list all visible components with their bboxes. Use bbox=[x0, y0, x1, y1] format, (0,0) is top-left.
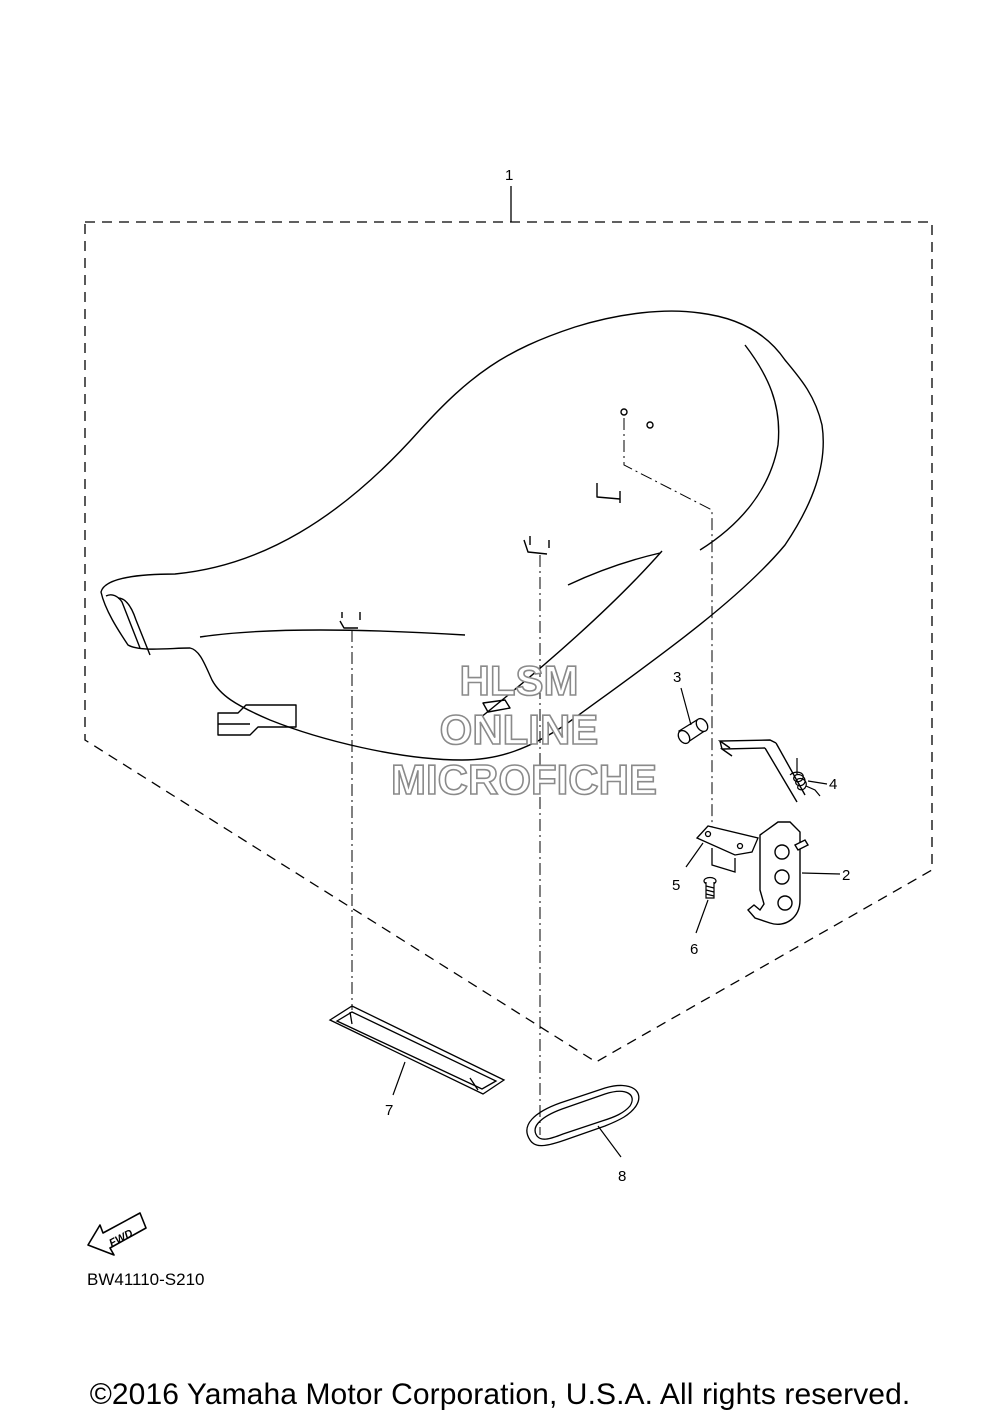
part-8-ring bbox=[526, 1084, 640, 1147]
callout-3: 3 bbox=[673, 669, 681, 686]
callout-7: 7 bbox=[385, 1102, 393, 1119]
watermark-line-3: MICROFICHE bbox=[391, 756, 657, 803]
callout-leaders bbox=[392, 687, 841, 1158]
diagram-code: BW41110-S210 bbox=[87, 1270, 205, 1289]
callout-4: 4 bbox=[829, 776, 837, 793]
watermark-line-1: HLSM bbox=[460, 657, 579, 704]
lock-rod bbox=[717, 739, 806, 803]
callout-8: 8 bbox=[618, 1168, 626, 1185]
seat bbox=[100, 310, 824, 761]
fwd-arrow-icon: FWD bbox=[87, 1212, 147, 1256]
callout-5: 5 bbox=[672, 877, 680, 894]
part-6-screw bbox=[703, 876, 717, 899]
watermark-line-2: ONLINE bbox=[440, 706, 599, 753]
part-3-collar bbox=[677, 717, 709, 745]
callout-1: 1 bbox=[505, 167, 513, 184]
assembly-boundary bbox=[84, 221, 933, 1063]
part-5-plate bbox=[695, 825, 759, 873]
part-2-bracket bbox=[747, 821, 809, 925]
part-4-spring bbox=[789, 758, 821, 797]
copyright-notice: ©2016 Yamaha Motor Corporation, U.S.A. A… bbox=[89, 1378, 911, 1411]
callout-6: 6 bbox=[690, 941, 698, 958]
callout-2: 2 bbox=[842, 867, 850, 884]
part-7-strap bbox=[328, 1005, 506, 1095]
assembly-guide-lines bbox=[351, 418, 713, 1135]
